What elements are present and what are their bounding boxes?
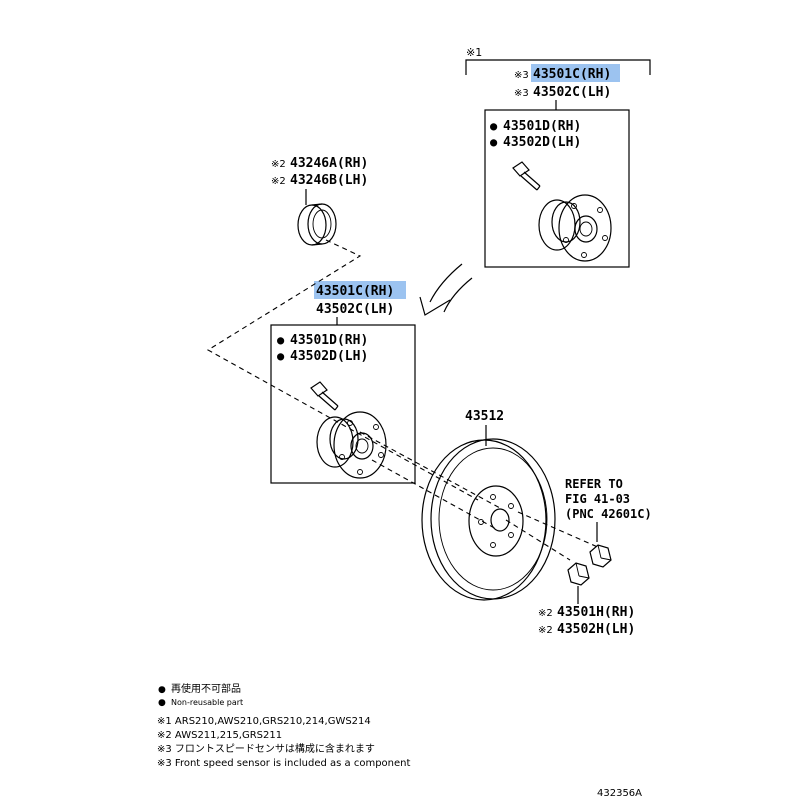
hub-bolt-icon — [589, 544, 612, 568]
top-main-lh-mark: ※3 — [514, 88, 529, 99]
top-group-bracket — [465, 59, 651, 75]
mid-main-lh-code[interactable]: 43502C(LH) — [316, 302, 394, 317]
nut-lh-code[interactable]: 43502H(LH) — [557, 622, 635, 637]
oil-seal-icon — [297, 203, 337, 246]
top-hub-bolt-icon — [512, 161, 541, 191]
seal-group: ※2 43246A(RH) ※2 43246B(LH) — [271, 156, 368, 246]
notes: ※1 ARS210,AWS210,GRS210,214,GWS214 ※2 AW… — [157, 716, 410, 769]
legend-bullet: ● — [158, 685, 166, 695]
top-group: ※1 ※3 43501C(RH) ※3 43502C(LH) ● 43501D(… — [465, 46, 651, 268]
note-2: ※2 AWS211,215,GRS211 — [157, 730, 282, 741]
nut-lh-mark: ※2 — [538, 625, 553, 636]
nut-group: ※2 43501H(RH) ※2 43502H(LH) — [538, 562, 635, 637]
highlight-mid-43501C — [314, 281, 406, 299]
note-1: ※1 ARS210,AWS210,GRS210,214,GWS214 — [157, 716, 371, 727]
top-main-rh-mark: ※3 — [514, 70, 529, 81]
assembly-dashed-lines — [206, 239, 601, 561]
refer-line2[interactable]: FIG 41-03 — [565, 492, 630, 506]
mid-sub-lh-bullet: ● — [277, 349, 285, 363]
top-main-rh-code[interactable]: 43501C(RH) — [533, 67, 611, 82]
mid-group-box — [270, 324, 416, 484]
legend-en: Non-reusable part — [171, 698, 243, 707]
top-sub-lh-code[interactable]: 43502D(LH) — [503, 135, 581, 150]
figure-id: 432356A — [597, 788, 642, 799]
mid-hub-bearing-icon — [316, 411, 387, 479]
hub-nut-icon — [567, 562, 590, 586]
highlight-top-43501C — [531, 64, 620, 82]
assembly-arrow-icon — [419, 263, 473, 316]
legend-bullet-en: ● — [158, 698, 166, 708]
seal-rh-code[interactable]: 43246A(RH) — [290, 156, 368, 171]
brake-disc-icon — [421, 438, 556, 601]
note-3-en: ※3 Front speed sensor is included as a c… — [157, 758, 410, 769]
top-sub-rh-code[interactable]: 43501D(RH) — [503, 119, 581, 134]
mid-sub-lh-code[interactable]: 43502D(LH) — [290, 349, 368, 364]
top-group-box — [484, 109, 630, 268]
disc-group: 43512 — [421, 409, 556, 601]
disc-code[interactable]: 43512 — [465, 409, 504, 424]
group-note-marker: ※1 — [466, 46, 482, 59]
note-3-jp: ※3 フロントスピードセンサは構成に含まれます — [157, 742, 375, 755]
mid-group: 43501C(RH) 43502C(LH) ● 43501D(RH) ● 435… — [270, 281, 416, 484]
mid-sub-rh-bullet: ● — [277, 333, 285, 347]
top-sub-lh-bullet: ● — [490, 135, 498, 149]
top-hub-bearing-icon — [538, 194, 612, 262]
nut-rh-mark: ※2 — [538, 608, 553, 619]
legend: ● 再使用不可部品 ● Non-reusable part — [158, 682, 243, 708]
top-main-lh-code[interactable]: 43502C(LH) — [533, 85, 611, 100]
refer-line1: REFER TO — [565, 477, 623, 491]
seal-rh-mark: ※2 — [271, 159, 286, 170]
mid-main-rh-code[interactable]: 43501C(RH) — [316, 284, 394, 299]
top-sub-rh-bullet: ● — [490, 119, 498, 133]
seal-lh-code[interactable]: 43246B(LH) — [290, 173, 368, 188]
refer-line3: (PNC 42601C) — [565, 507, 652, 521]
mid-hub-bolt-icon — [310, 381, 339, 411]
seal-lh-mark: ※2 — [271, 176, 286, 187]
refer-group: REFER TO FIG 41-03 (PNC 42601C) — [565, 477, 652, 568]
mid-sub-rh-code[interactable]: 43501D(RH) — [290, 333, 368, 348]
legend-jp: 再使用不可部品 — [171, 682, 241, 695]
nut-rh-code[interactable]: 43501H(RH) — [557, 605, 635, 620]
